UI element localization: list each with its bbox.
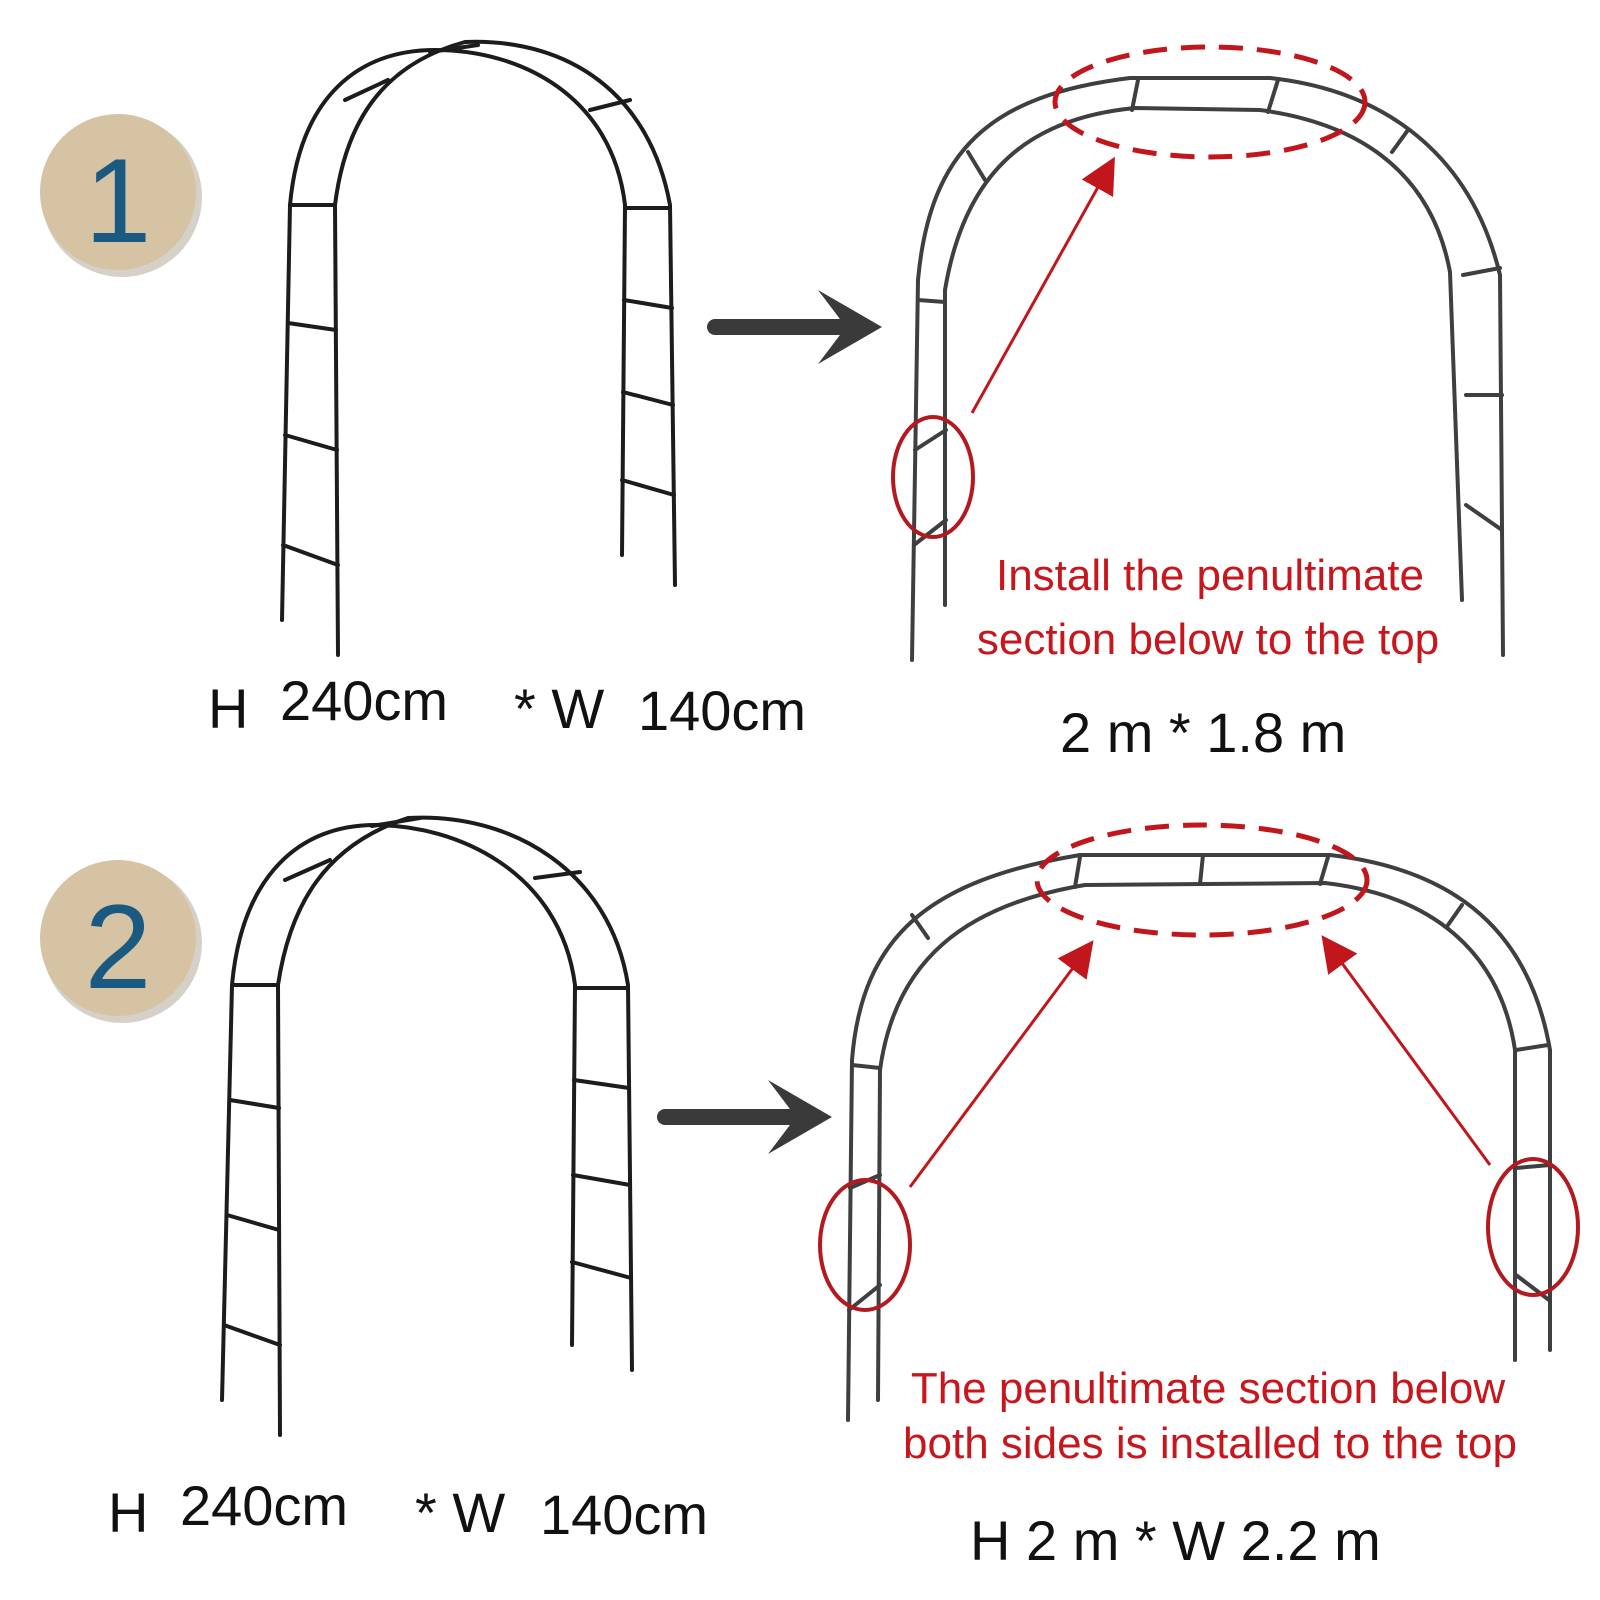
option-1-number: 1 [85,134,152,268]
option-2-number: 2 [85,880,152,1014]
option-2-height-value: 240cm [180,1474,348,1537]
option-1-width-value: 140cm [638,679,806,742]
option-1-result-size: 2 m * 1.8 m [1060,701,1346,764]
red-pointer-arrow-icon [908,940,1094,1188]
option-2-height-label: H [108,1481,148,1544]
option-1-height-value: 240cm [280,669,448,732]
option-1-top-highlight [1052,44,1368,160]
option-1: 1 [40,39,1505,764]
option-1-source-highlight [891,415,975,539]
option-1-resized-arch [910,76,1505,662]
red-pointer-arrow-icon [970,156,1115,414]
red-pointer-arrow-icon [1321,935,1492,1166]
option-2-left-source-highlight [818,1178,912,1312]
option-2-result-size: H 2 m * W 2.2 m [970,1509,1381,1572]
option-2-note-line-1: The penultimate section below [911,1364,1506,1413]
option-2: 2 [40,815,1580,1572]
option-1-note-line-2: section below to the top [977,615,1439,664]
option-1-height-label: H [208,677,248,740]
right-arrow-icon [707,290,882,364]
option-2-width-value: 140cm [540,1483,708,1546]
option-2-note-line-2: both sides is installed to the top [903,1419,1517,1468]
right-arrow-icon [657,1080,832,1154]
option-2-original-arch [220,815,634,1437]
option-1-badge: 1 [40,114,202,277]
option-1-width-label: * W [514,677,604,740]
option-1-annotation-marks [891,44,1368,539]
option-2-resized-arch [846,853,1552,1422]
option-2-badge: 2 [40,860,202,1023]
option-1-note-line-1: Install the penultimate [996,551,1424,600]
option-1-original-arch [280,39,677,657]
option-2-right-source-highlight [1486,1157,1580,1297]
option-2-width-label: * W [415,1481,505,1544]
option-2-annotation-marks [818,822,1580,1312]
option-2-top-highlight [1034,822,1370,938]
